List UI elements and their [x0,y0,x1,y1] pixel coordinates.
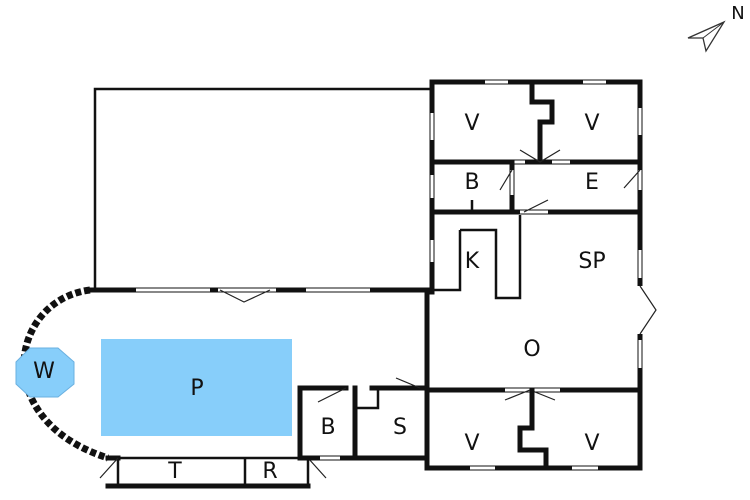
whirlpool [15,347,75,398]
room-label-v3: V [464,431,479,456]
room-label-sp: SP [578,249,605,274]
pool-hall-walls [20,286,435,489]
room-label-t: T [167,459,182,484]
pool [101,339,292,436]
room-label-o: O [523,337,540,362]
main-walls [424,79,657,471]
room-label-v1: V [464,111,479,136]
room-label-v2: V [584,111,599,136]
room-label-v4: V [584,431,599,456]
terrace-outline [93,87,432,290]
room-label-k: K [465,249,480,274]
room-label-e: E [585,170,599,195]
room-label-s: S [393,415,407,440]
room-label-r: R [262,459,277,484]
north-arrow-icon [687,20,726,53]
room-label-p: P [190,376,203,401]
north-label: N [731,3,744,24]
room-label-w: W [33,359,55,384]
room-label-b1: B [464,170,479,195]
room-label-b2: B [320,415,335,440]
